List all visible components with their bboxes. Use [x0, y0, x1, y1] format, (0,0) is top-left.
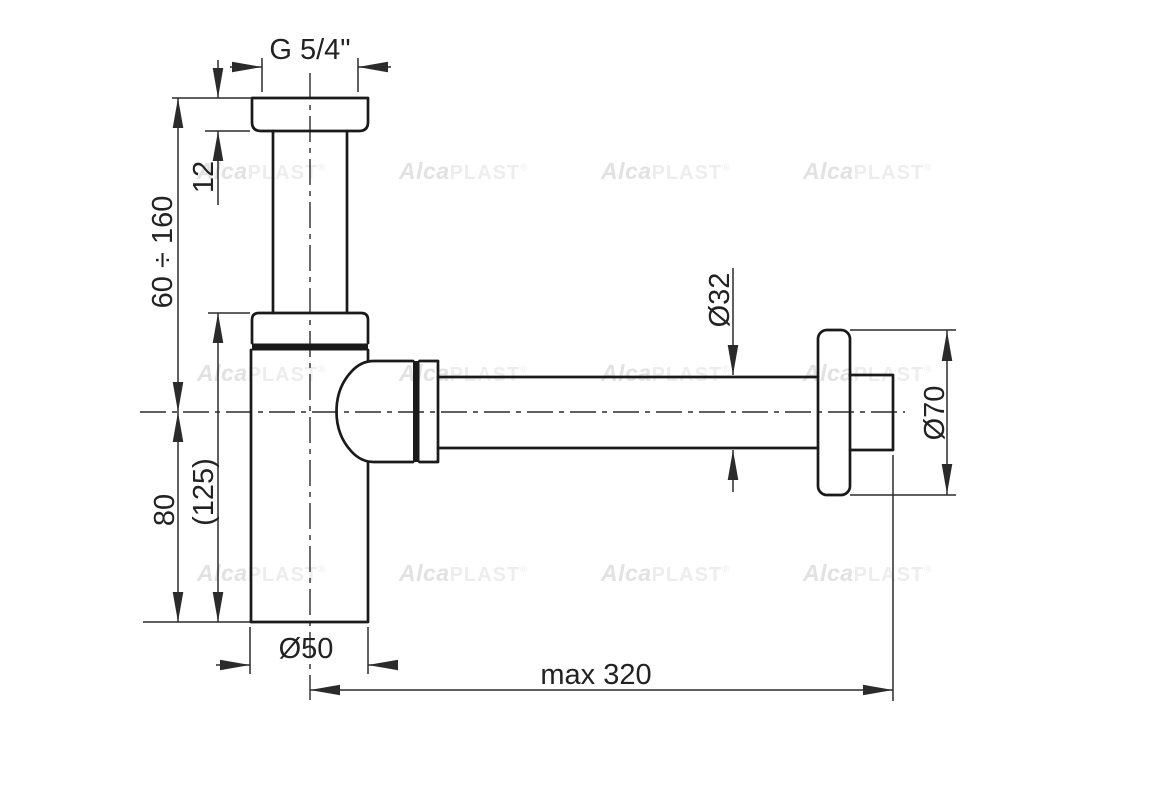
watermark: AlcaPLAST®	[601, 360, 731, 386]
riser-tube-outline	[271, 129, 349, 315]
body-nut-seal-band	[252, 343, 368, 351]
watermark: AlcaPLAST®	[197, 158, 327, 184]
arrow-body-height-bottom	[172, 592, 184, 622]
arrow-d32-top	[727, 345, 739, 375]
arrow-range-top	[172, 98, 184, 128]
centerlines	[140, 73, 905, 700]
dim-body-diameter-lines	[216, 627, 397, 674]
max-length-label: max 320	[540, 659, 651, 691]
dimension-lines	[143, 58, 956, 701]
inlet-cap-nut-outline	[250, 96, 370, 133]
body-diameter-label: Ø50	[279, 633, 334, 665]
rosette-diameter-label: Ø70	[919, 386, 951, 441]
dim-max-length-lines	[310, 455, 894, 701]
dim-overall-height-lines	[208, 312, 250, 622]
watermark: AlcaPLAST®	[197, 560, 327, 586]
arrow-cap-bottom	[212, 131, 224, 161]
arrow-thread-left	[232, 61, 262, 73]
watermark: AlcaPLAST®	[803, 560, 933, 586]
arrow-d70-bottom	[941, 464, 953, 494]
outlet-diameter-label: Ø32	[704, 273, 736, 328]
arrow-max-left	[310, 684, 340, 696]
thread-size-label: G 5/4"	[269, 34, 350, 66]
arrow-overall-top	[212, 313, 224, 343]
outlet-pipe-outline	[436, 375, 820, 450]
arrow-max-right	[863, 684, 893, 696]
arrow-d50-right	[368, 659, 398, 671]
arrow-overall-bottom	[212, 592, 224, 622]
outlet-nut-seal-band	[413, 361, 420, 462]
adjust-range-label: 60 ÷ 160	[147, 196, 179, 309]
outlet-nut-outline	[418, 359, 440, 464]
wall-rosette-outline	[816, 328, 852, 497]
wall-tube-outline	[848, 373, 895, 452]
dimension-arrows	[172, 61, 953, 696]
seal-bands	[252, 343, 420, 462]
overall-height-label: (125)	[188, 458, 220, 526]
watermark: AlcaPLAST®	[399, 360, 529, 386]
watermark: AlcaPLAST®	[601, 560, 731, 586]
arrow-d50-left	[220, 659, 250, 671]
arrow-thread-right	[358, 61, 388, 73]
dimension-labels: G 5/4" 12 60 ÷ 160 80 (125) Ø50 Ø32 Ø70 …	[147, 34, 951, 691]
watermark: AlcaPLAST®	[399, 560, 529, 586]
part-outlines	[249, 96, 895, 624]
watermark: AlcaPLAST®	[399, 158, 529, 184]
watermark: AlcaPLAST®	[803, 158, 933, 184]
cap-height-label: 12	[188, 161, 220, 193]
arrow-body-height-top	[172, 412, 184, 442]
arrow-d70-top	[941, 331, 953, 361]
watermark: AlcaPLAST®	[197, 360, 327, 386]
watermark: AlcaPLAST®	[601, 158, 731, 184]
outlet-dome-outline	[335, 359, 415, 464]
arrow-cap-top	[212, 68, 224, 98]
arrow-d32-bottom	[727, 450, 739, 480]
body-union-nut-outline	[250, 311, 370, 345]
arrow-range-bottom	[172, 382, 184, 412]
body-height-label: 80	[149, 494, 181, 526]
trap-body-outline	[249, 348, 370, 624]
